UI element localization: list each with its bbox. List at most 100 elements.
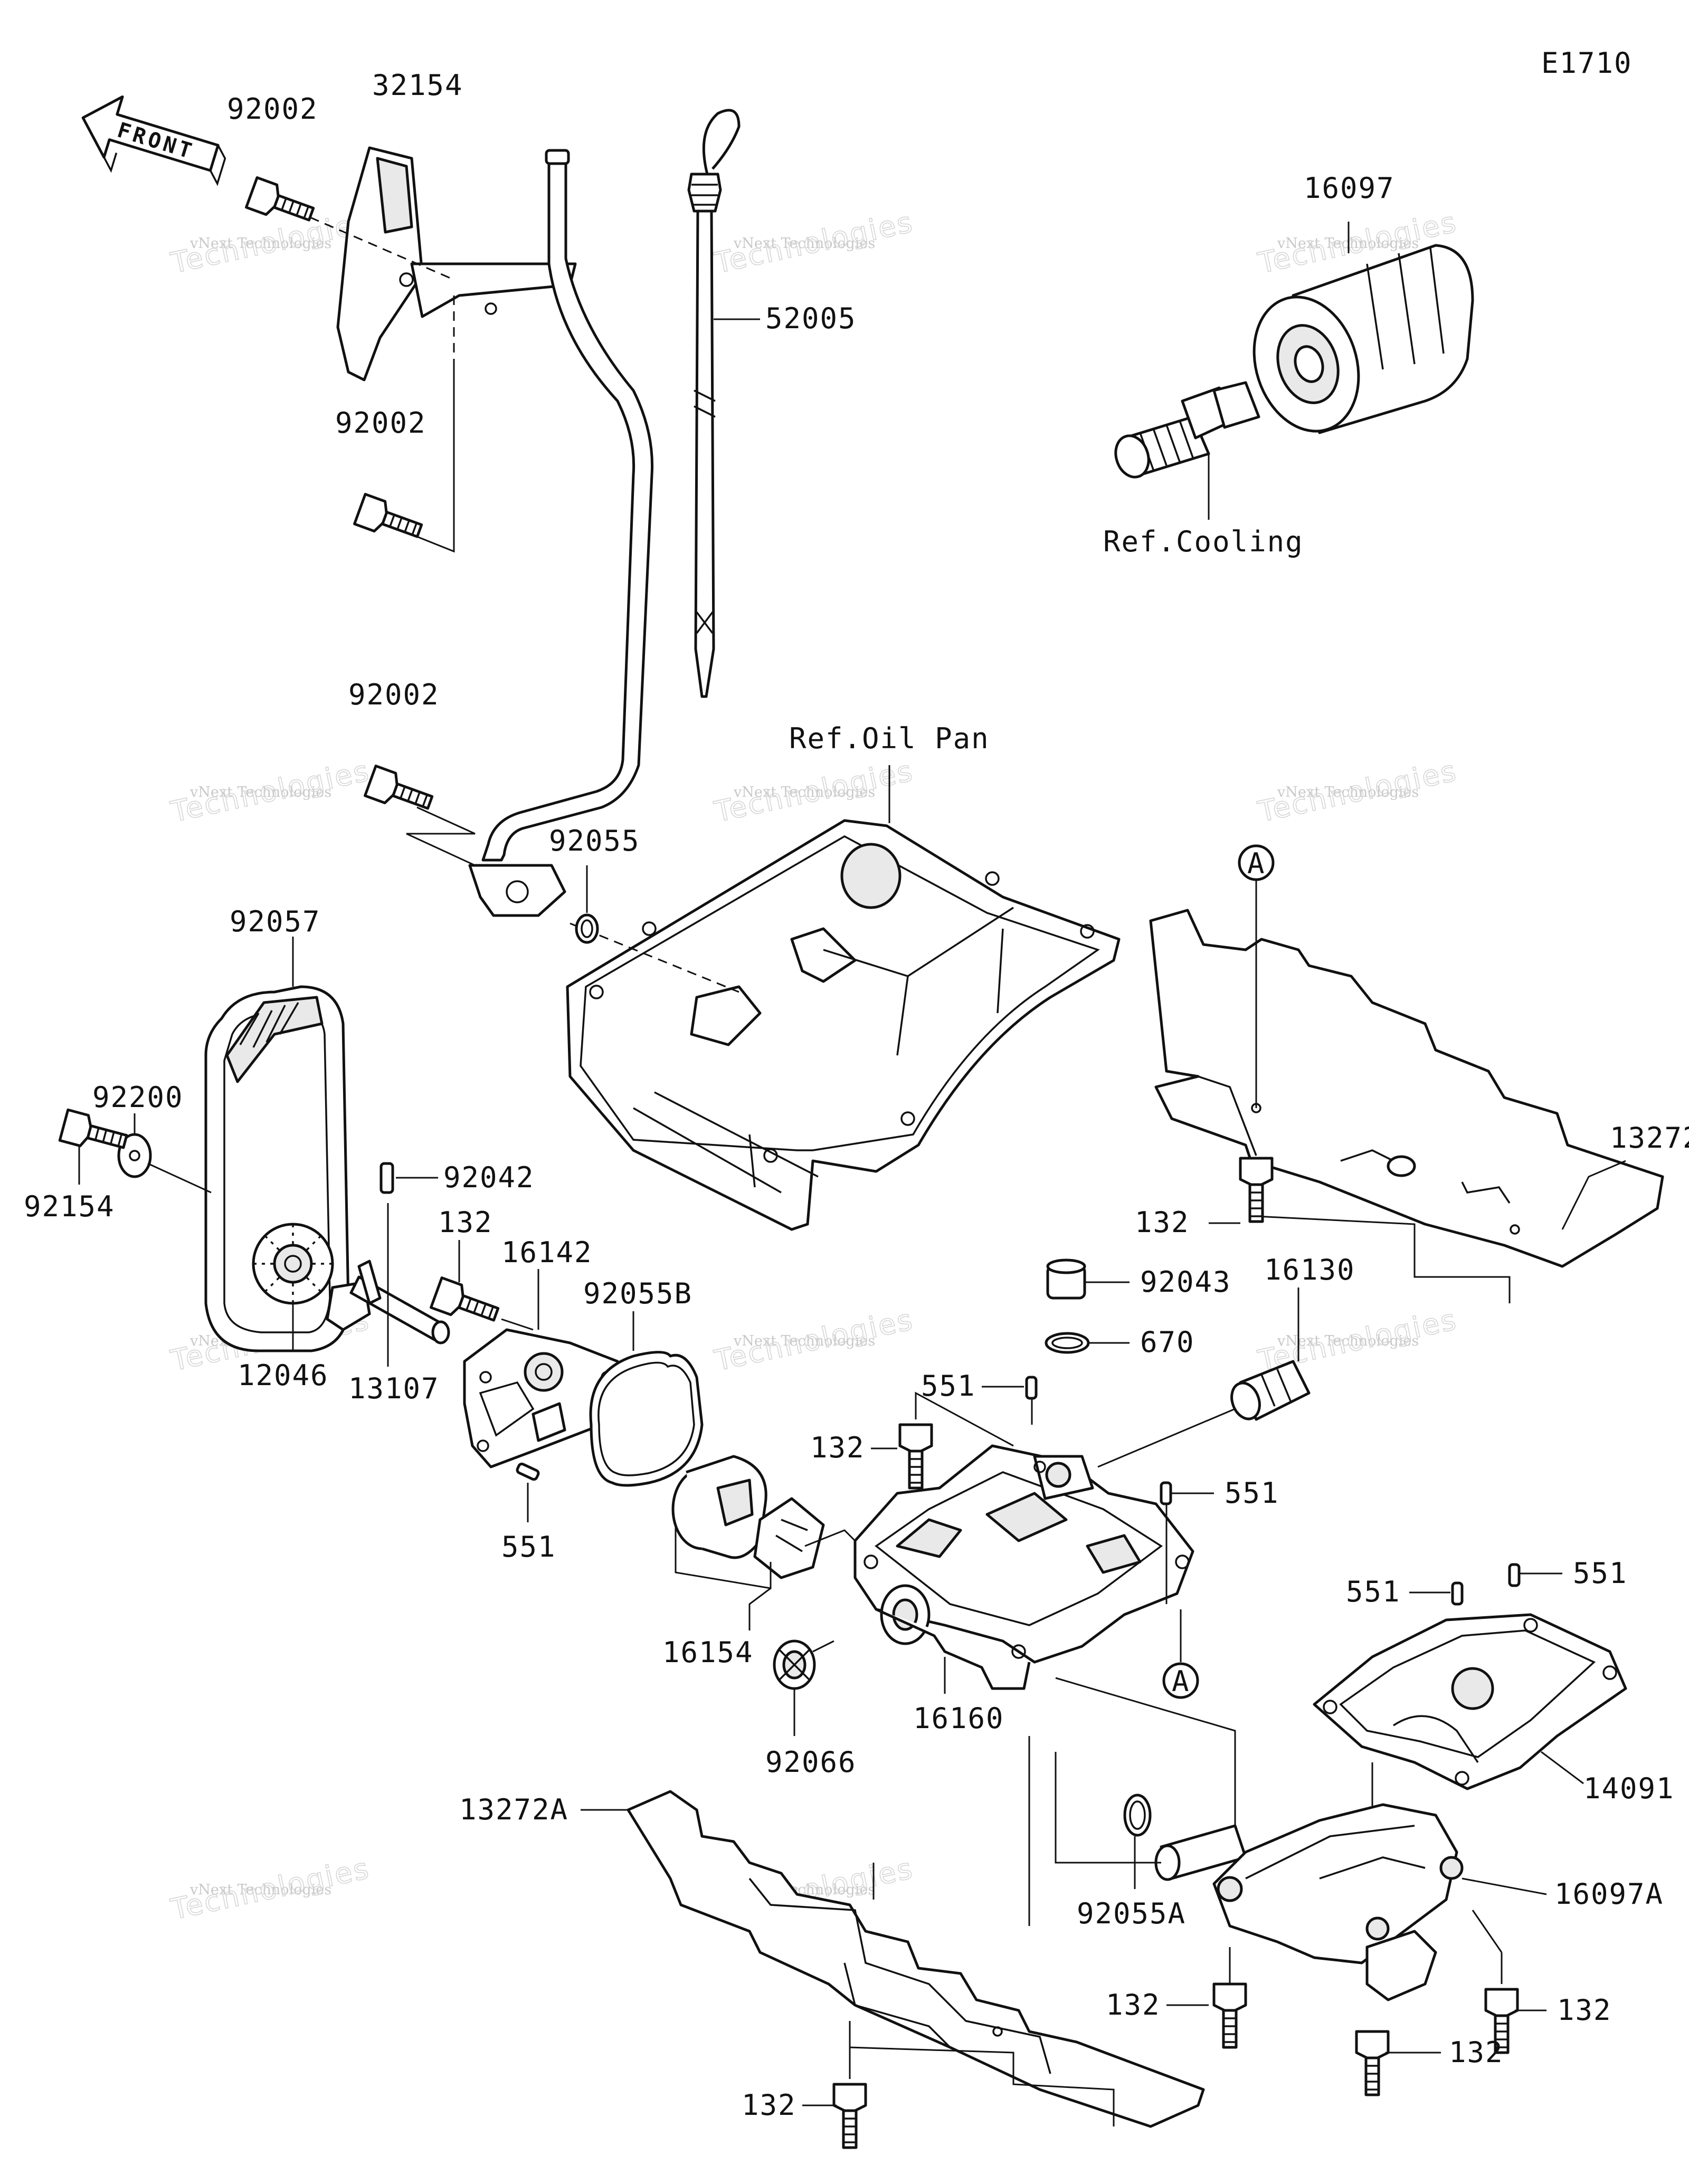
label-92002-top: 92002 bbox=[227, 92, 318, 126]
callout-a-bottom: A bbox=[1162, 1662, 1199, 1699]
oil-filter-16097 bbox=[1252, 244, 1474, 434]
label-132-b1: 132 bbox=[1106, 1988, 1161, 2021]
leader-13272 bbox=[1561, 1160, 1626, 1230]
dowel-pin-551-a bbox=[1025, 1376, 1038, 1400]
o-ring-92055 bbox=[575, 913, 599, 944]
plug-92066 bbox=[773, 1639, 816, 1690]
svg-text:vNext Technologies: vNext Technologies bbox=[733, 1333, 875, 1349]
label-13272: 13272 bbox=[1610, 1121, 1689, 1155]
dowel-pin-551-c bbox=[1451, 1581, 1464, 1606]
label-551-b: 551 bbox=[1225, 1476, 1279, 1510]
label-92154: 92154 bbox=[24, 1190, 115, 1223]
dowel-pin-92042 bbox=[379, 1162, 394, 1194]
leader-strainer-2 bbox=[1055, 1677, 1236, 1826]
leader-132-pump-2 bbox=[501, 1318, 534, 1331]
leader-washer-chain bbox=[147, 1162, 212, 1194]
svg-text:Technologies: Technologies bbox=[711, 1303, 917, 1377]
label-551-d: 551 bbox=[1573, 1557, 1628, 1590]
leader-92066 bbox=[793, 1640, 834, 1736]
label-92057: 92057 bbox=[230, 905, 321, 938]
label-16154: 16154 bbox=[662, 1636, 754, 1669]
dash-92055 bbox=[570, 922, 739, 993]
gasket-13272a bbox=[627, 1790, 1205, 2128]
label-16097a: 16097A bbox=[1554, 1877, 1664, 1911]
pump-shaft-13107 bbox=[349, 1260, 450, 1344]
bushing-92043 bbox=[1046, 1258, 1086, 1300]
leader-14091 bbox=[1541, 1751, 1584, 1785]
label-92055b: 92055B bbox=[583, 1277, 692, 1310]
gasket-92055b bbox=[589, 1351, 704, 1487]
svg-text:vNext Technologies: vNext Technologies bbox=[1277, 1333, 1419, 1349]
o-ring-670 bbox=[1045, 1332, 1090, 1354]
label-132-pump: 132 bbox=[438, 1206, 493, 1239]
svg-text:vNext Technologies: vNext Technologies bbox=[1277, 784, 1419, 800]
oil-pan bbox=[566, 819, 1121, 1231]
bolt-132-b3 bbox=[1355, 2030, 1390, 2096]
label-551-c: 551 bbox=[1346, 1575, 1401, 1608]
svg-text:vNext Technologies: vNext Technologies bbox=[189, 1882, 331, 1898]
dowel-pin-551-b bbox=[1160, 1481, 1172, 1505]
bolt-132-center bbox=[898, 1423, 933, 1490]
bolt-92002-mid bbox=[353, 493, 423, 538]
label-16130: 16130 bbox=[1264, 1253, 1355, 1286]
svg-text:Technologies: Technologies bbox=[168, 1852, 373, 1926]
svg-text:vNext Technologies: vNext Technologies bbox=[189, 784, 331, 800]
dowel-pin-551-pump bbox=[516, 1462, 540, 1481]
svg-text:Technologies: Technologies bbox=[168, 754, 373, 828]
svg-text:A: A bbox=[1172, 1665, 1190, 1698]
leader-132-b2 bbox=[1472, 1910, 1546, 2011]
bolt-132-b2 bbox=[1484, 1988, 1519, 2054]
label-92002-mid: 92002 bbox=[335, 406, 426, 440]
label-551-pump: 551 bbox=[501, 1530, 556, 1563]
bolt-92154 bbox=[58, 1108, 128, 1149]
label-92043: 92043 bbox=[1140, 1265, 1231, 1299]
label-92042: 92042 bbox=[443, 1161, 535, 1194]
label-132-center: 132 bbox=[810, 1431, 865, 1464]
bolt-132-b1 bbox=[1212, 1982, 1247, 2049]
leader-92002-low bbox=[406, 806, 476, 866]
label-132-b2: 132 bbox=[1557, 1994, 1612, 2027]
svg-text:Technologies: Technologies bbox=[711, 754, 917, 828]
label-92055a: 92055A bbox=[1077, 1897, 1186, 1930]
svg-text:Technologies: Technologies bbox=[1255, 754, 1460, 828]
svg-text:vNext Technologies: vNext Technologies bbox=[733, 235, 875, 252]
label-16097: 16097 bbox=[1304, 171, 1395, 205]
label-92055: 92055 bbox=[549, 824, 640, 857]
label-670: 670 bbox=[1140, 1325, 1195, 1359]
strainer-16097a bbox=[1154, 1803, 1464, 2001]
dipstick-tube bbox=[468, 149, 654, 917]
label-16142: 16142 bbox=[501, 1236, 593, 1269]
dowel-pin-551-d bbox=[1508, 1563, 1521, 1587]
bolt-92002-low bbox=[364, 765, 434, 810]
svg-text:A: A bbox=[1247, 847, 1266, 880]
leader-strainer-main bbox=[1055, 1752, 1161, 1864]
oil-pump-body-16142 bbox=[463, 1328, 622, 1468]
relief-valve-16130 bbox=[1230, 1360, 1311, 1421]
svg-text:vNext Technologies: vNext Technologies bbox=[733, 784, 875, 800]
label-92200: 92200 bbox=[92, 1081, 184, 1114]
label-16160: 16160 bbox=[913, 1702, 1004, 1735]
label-132-right: 132 bbox=[1135, 1206, 1190, 1239]
bolt-132-right bbox=[1239, 1157, 1274, 1223]
label-92066: 92066 bbox=[765, 1746, 857, 1779]
svg-text:Technologies: Technologies bbox=[168, 205, 373, 280]
label-13107: 13107 bbox=[348, 1372, 440, 1405]
dipstick-tube-bracket bbox=[295, 146, 577, 553]
label-92002-low: 92002 bbox=[348, 678, 440, 711]
bolt-132-b4 bbox=[832, 2083, 867, 2149]
label-13272a: 13272A bbox=[459, 1793, 568, 1826]
svg-text:Technologies: Technologies bbox=[711, 205, 917, 280]
label-ref-oil-pan: Ref.Oil Pan bbox=[789, 722, 990, 755]
leader-16097a bbox=[1462, 1877, 1547, 1895]
bolt-132-pump bbox=[430, 1276, 500, 1322]
part-labels: 32154 92002 92002 92002 52005 16097 Ref.… bbox=[24, 69, 1689, 2122]
svg-text:vNext Technologies: vNext Technologies bbox=[189, 235, 331, 252]
